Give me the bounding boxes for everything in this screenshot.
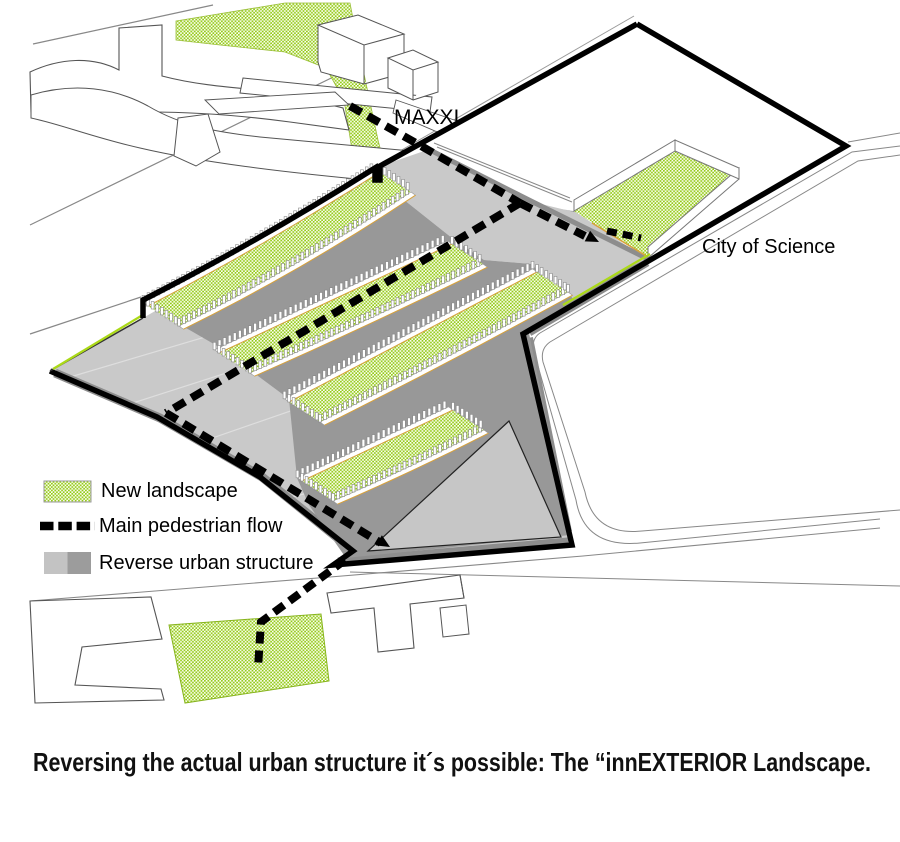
svg-text:City of Science: City of Science [702, 236, 835, 258]
svg-text:Reverse urban structure: Reverse urban structure [99, 552, 314, 574]
svg-text:Main pedestrian flow: Main pedestrian flow [99, 515, 283, 537]
svg-text:MAXXI: MAXXI [394, 106, 459, 129]
svg-text:New landscape: New landscape [101, 480, 238, 502]
svg-text:Reversing the actual urban str: Reversing the actual urban structure it´… [33, 747, 871, 777]
